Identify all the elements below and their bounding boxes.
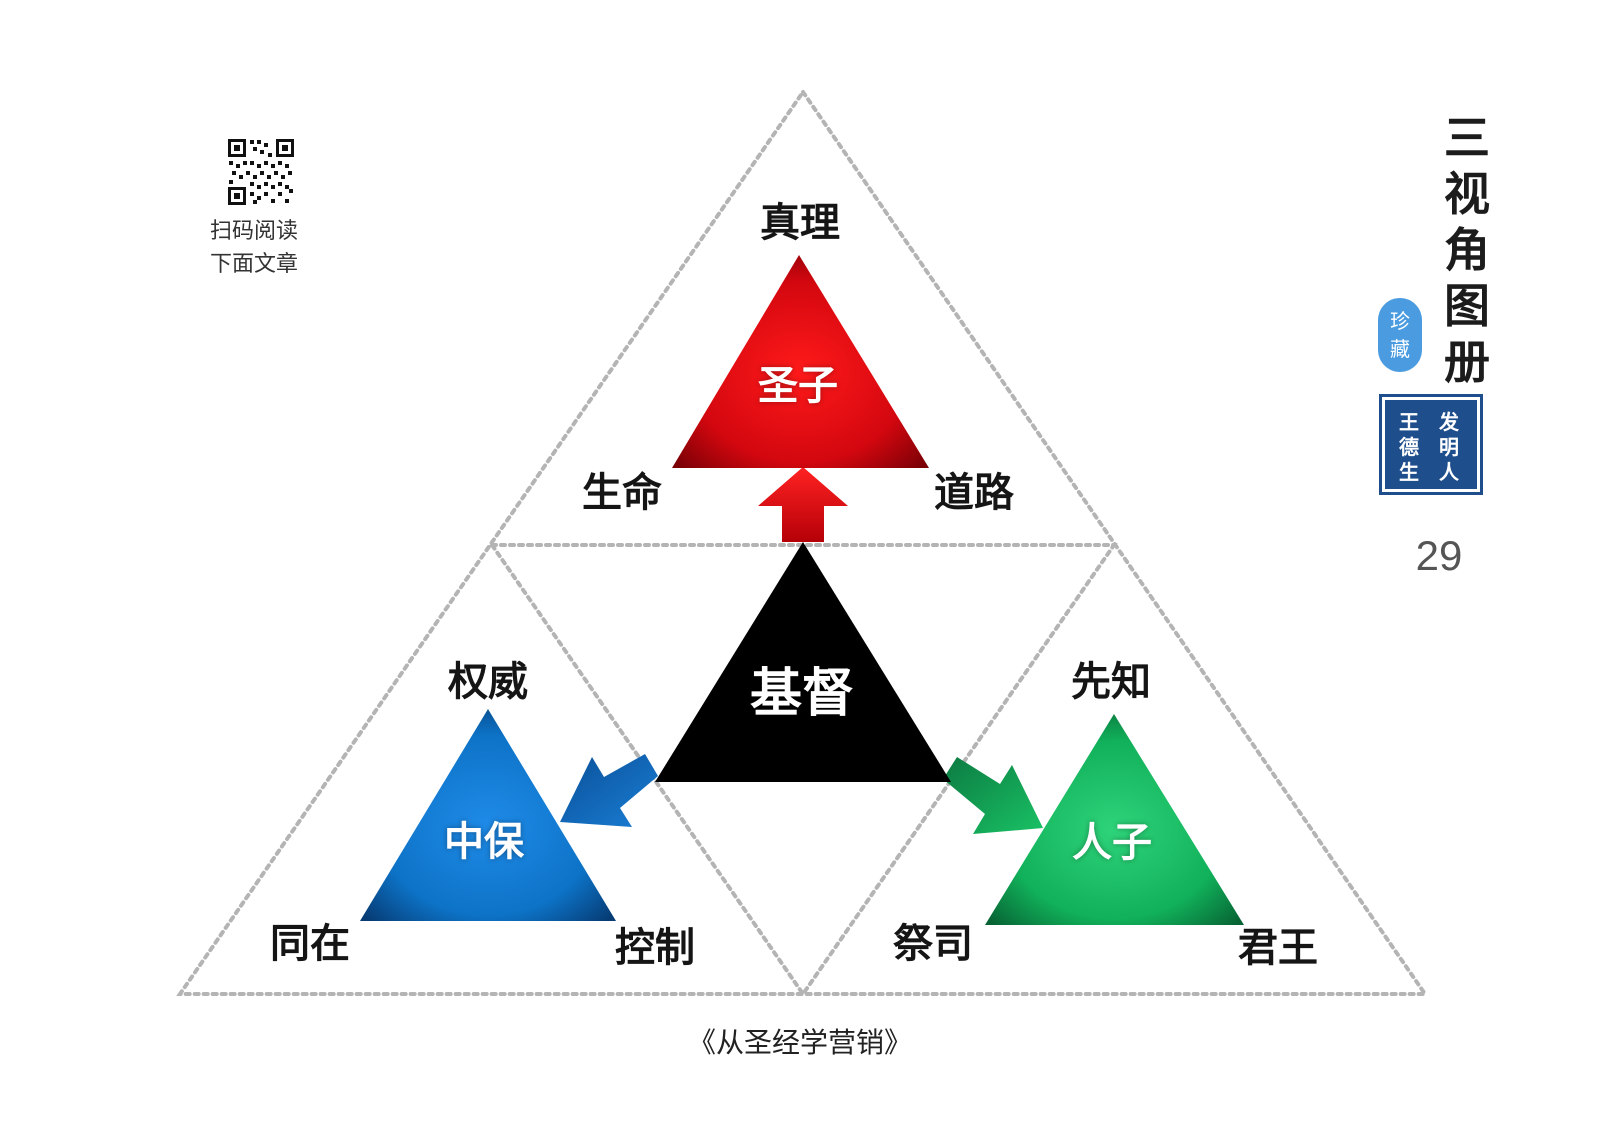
label-king: 君王 bbox=[1238, 925, 1318, 971]
badge-char: 藏 bbox=[1390, 337, 1410, 361]
badge-char: 珍 bbox=[1390, 309, 1410, 333]
seal-char: 明 bbox=[1439, 435, 1459, 459]
label-prophet: 先知 bbox=[1071, 659, 1151, 705]
label-life: 生命 bbox=[582, 470, 662, 516]
label-truth: 真理 bbox=[760, 200, 840, 246]
label-christ: 基督 bbox=[750, 664, 855, 724]
page-number: 29 bbox=[1415, 532, 1463, 579]
label-priest: 祭司 bbox=[893, 921, 973, 967]
series-title-char: 图 bbox=[1444, 279, 1490, 333]
series-title-char: 视 bbox=[1444, 167, 1490, 221]
triangle-red bbox=[672, 255, 929, 468]
seal-char: 人 bbox=[1439, 460, 1459, 484]
source-caption: 《从圣经学营销》 bbox=[687, 1026, 912, 1059]
qr-caption-line1: 扫码阅读 bbox=[210, 219, 299, 244]
series-title-char: 册 bbox=[1444, 335, 1490, 389]
arrow-left-blue bbox=[560, 754, 658, 827]
qr-caption-line2: 下面文章 bbox=[210, 252, 299, 277]
label-way: 道路 bbox=[934, 470, 1014, 516]
seal-col-right: 王 德 生 bbox=[1395, 410, 1423, 485]
seal-char: 王 bbox=[1399, 410, 1419, 434]
seal-char: 生 bbox=[1399, 460, 1419, 484]
seal-char: 发 bbox=[1439, 410, 1459, 434]
series-title-char: 角 bbox=[1444, 223, 1490, 277]
label-authority: 权威 bbox=[448, 659, 528, 705]
qr-code bbox=[226, 137, 296, 207]
inventor-seal: 王 德 生 发 明 人 bbox=[1379, 394, 1483, 495]
arrow-up-red bbox=[758, 467, 848, 542]
seal-char: 德 bbox=[1399, 435, 1419, 459]
label-presence: 同在 bbox=[270, 921, 350, 967]
collection-badge: 珍 藏 bbox=[1378, 298, 1422, 372]
triangle-black bbox=[655, 542, 951, 782]
label-son-of-man: 人子 bbox=[1072, 820, 1152, 866]
label-mediator: 中保 bbox=[444, 819, 524, 865]
triangle-blue bbox=[360, 709, 616, 921]
label-control: 控制 bbox=[615, 925, 695, 971]
seal-col-left: 发 明 人 bbox=[1435, 410, 1463, 485]
qr-caption: 扫码阅读 下面文章 bbox=[210, 215, 320, 281]
series-title-char: 三 bbox=[1444, 111, 1490, 165]
triangle-green bbox=[985, 714, 1244, 925]
series-title: 三 视 角 图 册 bbox=[1437, 110, 1497, 390]
label-son-of-god: 圣子 bbox=[758, 363, 838, 409]
arrow-right-green bbox=[943, 757, 1043, 834]
